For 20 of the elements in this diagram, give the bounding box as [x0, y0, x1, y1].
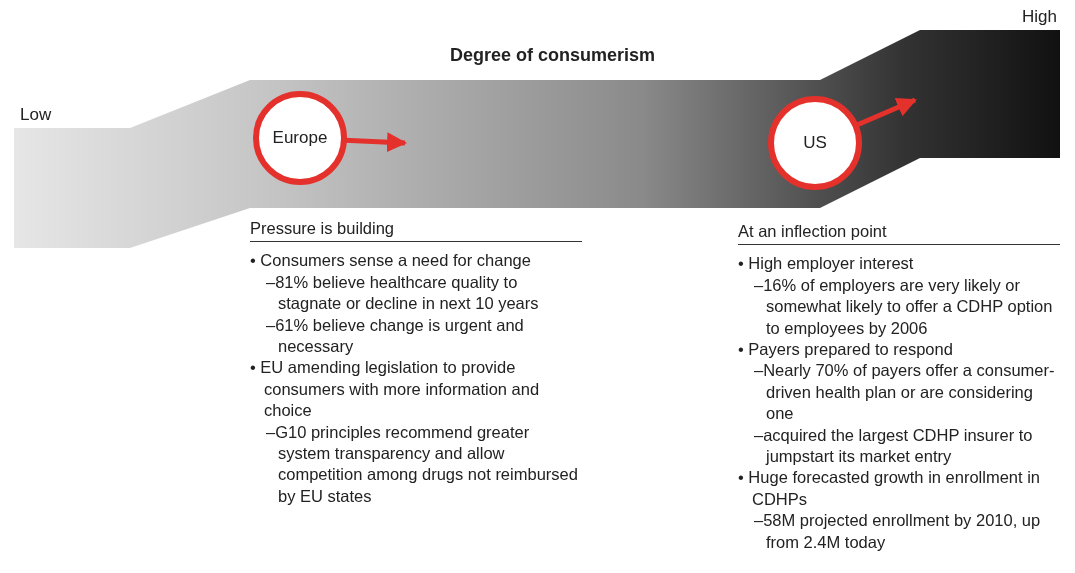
sub-point: –16% of employers are very likely or somewhat likely to offer a CDHP option to employees by 2006 — [753, 274, 1054, 339]
arrow — [855, 97, 917, 128]
bullet-point: • Huge forecasted growth in enrollment in CDHPs — [738, 467, 1042, 510]
sub-point: –58M projected enrollment by 2010, up from 2.4M today — [753, 510, 1042, 553]
region-name: Europe — [272, 128, 328, 148]
bullet-point: • EU amending legislation to provide consumers with more information and choice — [250, 357, 541, 422]
section-heading: At an inflection point — [738, 221, 1060, 246]
bullet-point: • Consumers sense a need for change — [250, 250, 532, 272]
sub-point: –G10 principles recommend greater system transparency and allow competition among drugs not reimbursed by EU states — [265, 421, 579, 507]
band-title: Degree of consumerism — [450, 45, 656, 66]
region-name: US — [803, 133, 827, 153]
scale-label: Low — [20, 105, 52, 125]
sub-point: –61% believe change is urgent and necessary — [265, 314, 525, 358]
section-heading: Pressure is building — [250, 218, 582, 243]
sub-point: –Nearly 70% of payers offer a consumer-driven health plan or are considering one — [753, 360, 1056, 425]
sub-point: –acquired the largest CDHP insurer to jumpstart its market entry — [753, 424, 1034, 468]
scale-label: High — [1022, 7, 1057, 27]
bullet-point: • High employer interest — [738, 253, 915, 275]
bullet-point: • Payers prepared to respond — [738, 339, 954, 361]
sub-point: –81% believe healthcare quality to stagnate or decline in next 10 years — [265, 271, 540, 315]
